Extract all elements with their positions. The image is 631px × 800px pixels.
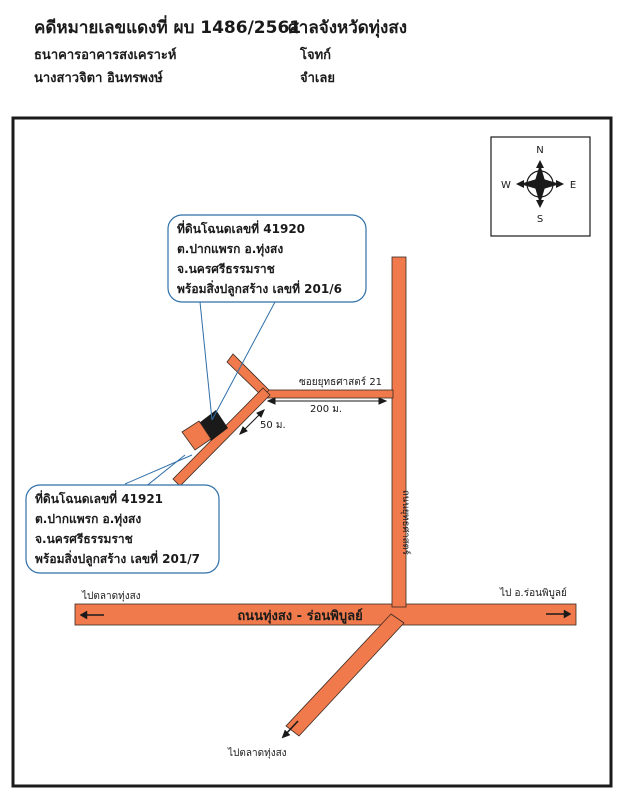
compass-rose: N S W E xyxy=(490,136,591,237)
vertical-road xyxy=(391,256,407,608)
callout-41921-line-1: ที่ดินโฉนดเลขที่ 41921 xyxy=(35,490,163,506)
direction-arrows xyxy=(79,609,572,739)
callout-41920-line-3: จ.นครศรีธรรมราช xyxy=(177,262,275,276)
arrow-southwest-head-icon xyxy=(281,729,291,739)
callout-plot-41920: ที่ดินโฉนดเลขที่ 41920 ต.ปากแพรก อ.ทุ่งส… xyxy=(167,214,367,303)
callout-41920-line-4: พร้อมสิ่งปลูกสร้าง เลขที่ 201/6 xyxy=(177,280,342,297)
arrow-east-head-icon xyxy=(563,609,572,619)
plot-41921-marker xyxy=(181,420,212,451)
callout-41920-line-2: ต.ปากแพรก อ.ทุ่งสง xyxy=(177,242,283,257)
southwest-road xyxy=(285,613,405,737)
arrow-west-head-icon xyxy=(79,610,88,620)
to-ron-phibun-label: ไป อ.ร่อนพิบูลย์ xyxy=(499,587,567,599)
main-road-label: ถนนทุ่งสง - ร่อนพิบูลย์ xyxy=(237,608,362,624)
road-network xyxy=(74,256,577,737)
compass-east-label: E xyxy=(570,180,576,191)
soi-name-label: ซอยยุทธศาสตร์ 21 xyxy=(299,376,382,388)
case-number: คดีหมายเลขแดงที่ ผบ 1486/2561 xyxy=(34,18,302,38)
to-market-bottom-label: ไปตลาดทุ่งสง xyxy=(227,747,287,759)
soi-distance-label: 200 ม. xyxy=(310,404,342,415)
compass-north-label: N xyxy=(536,145,543,156)
defendant-name: นางสาวจิตา อินทรพงษ์ xyxy=(34,71,163,86)
callout-41921-line-4: พร้อมสิ่งปลูกสร้าง เลขที่ 201/7 xyxy=(35,550,200,567)
to-market-left-label: ไปตลาดทุ่งสง xyxy=(81,590,141,602)
court-name: ศาลจังหวัดทุ่งสง xyxy=(288,18,407,38)
soi-upper-branch xyxy=(226,353,270,398)
callout-41920-line-1: ที่ดินโฉนดเลขที่ 41920 xyxy=(177,220,305,236)
map-frame xyxy=(11,116,613,788)
callout-41921-line-3: จ.นครศรีธรรมราช xyxy=(35,532,133,546)
plaintiff-name: ธนาคารอาคารสงเคราะห์ xyxy=(34,48,177,63)
defendant-role: จำเลย xyxy=(300,71,335,86)
compass-west-label: W xyxy=(501,180,511,191)
lane-distance-label: 50 ม. xyxy=(260,420,286,431)
soi-road xyxy=(261,389,394,399)
compass-south-label: S xyxy=(537,214,543,225)
callout-plot-41921: ที่ดินโฉนดเลขที่ 41921 ต.ปากแพรก อ.ทุ่งส… xyxy=(25,484,220,574)
plaintiff-role: โจทก์ xyxy=(300,48,332,63)
callout-41921-line-2: ต.ปากแพรก อ.ทุ่งสง xyxy=(35,512,141,527)
vertical-road-label: ถนนยุทธศาสตร์ xyxy=(400,490,412,555)
main-road xyxy=(74,603,577,626)
distance-markers xyxy=(239,397,388,435)
